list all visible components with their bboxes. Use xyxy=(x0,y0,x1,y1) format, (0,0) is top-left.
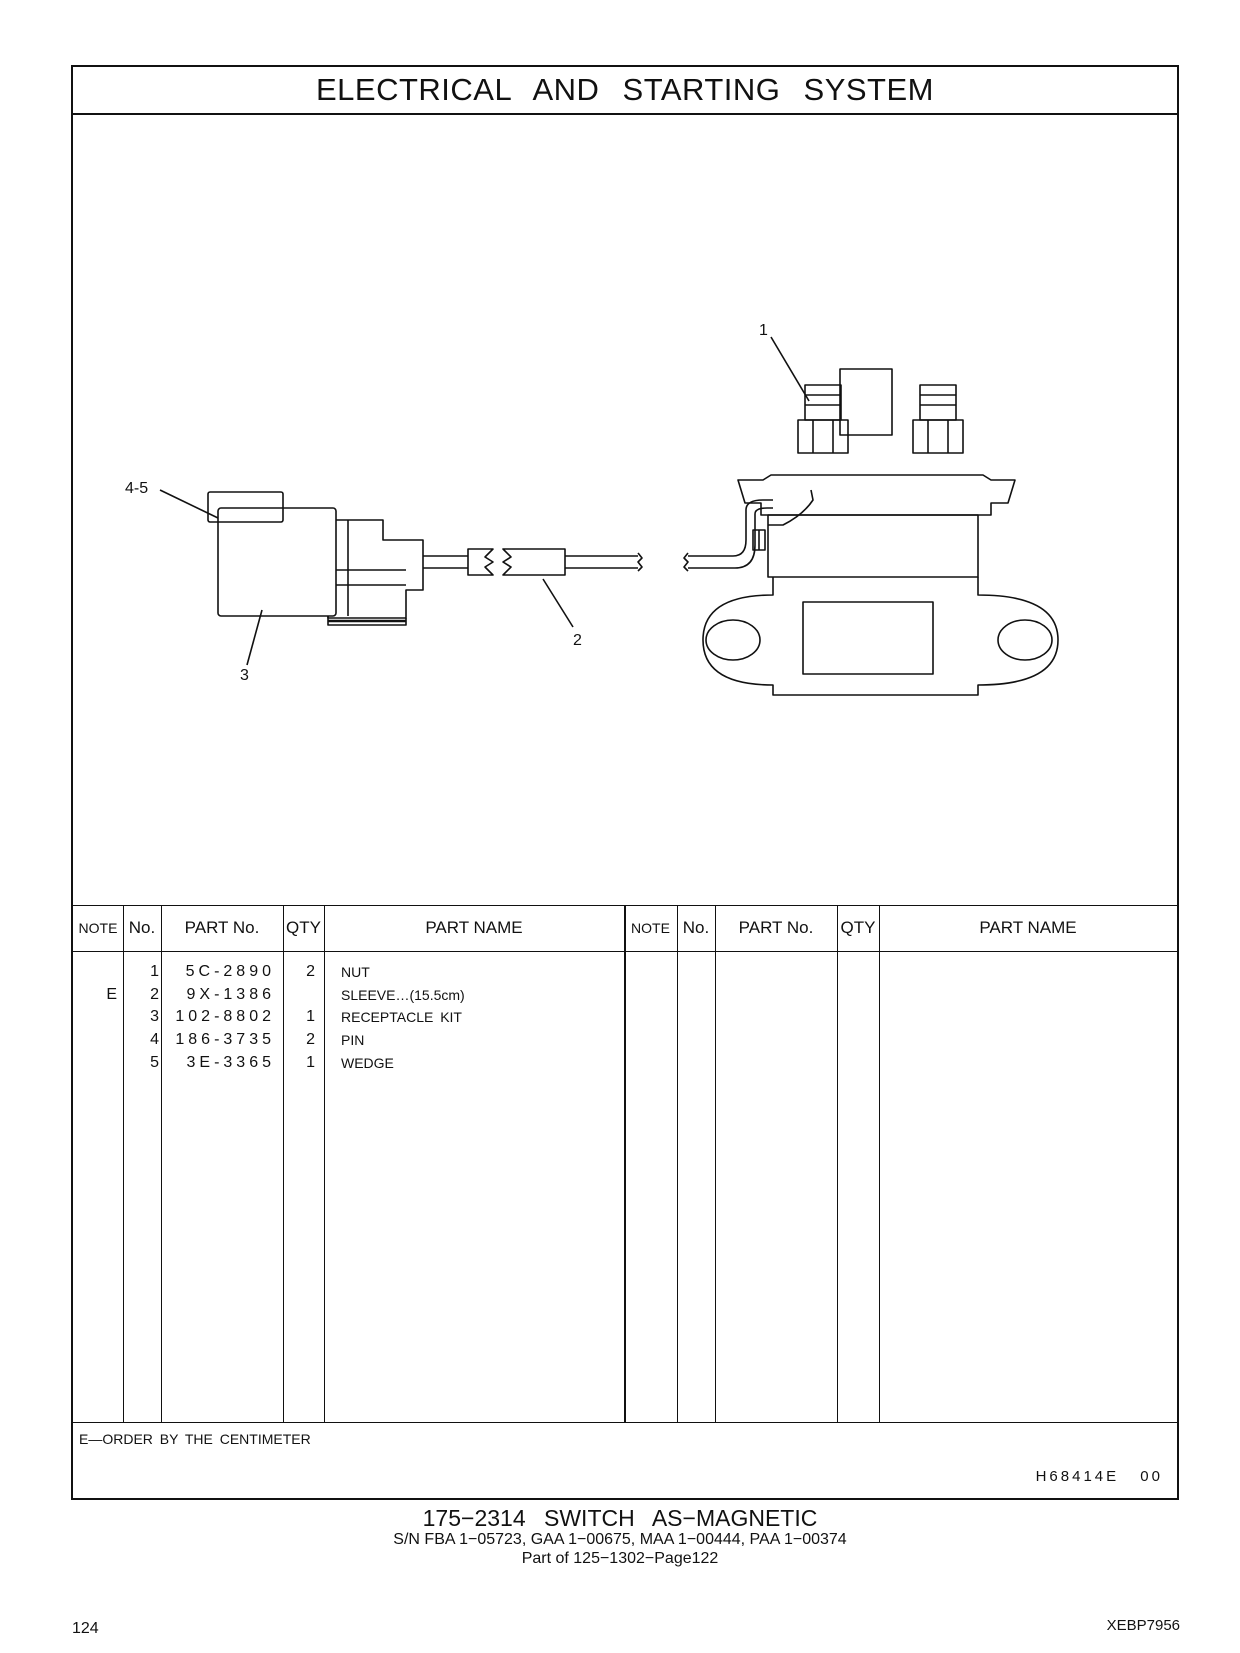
header-no: No. xyxy=(128,918,156,937)
header-qty-right: QTY xyxy=(840,918,876,937)
leader-line-45 xyxy=(159,489,219,519)
row-qty: 2 xyxy=(306,1030,315,1048)
leader-line-1 xyxy=(770,336,810,402)
table-row: 1 5C-2890 2 NUT xyxy=(73,960,1177,983)
page-number: 124 xyxy=(72,1620,99,1637)
table-footer: E—ORDER BY THE CENTIMETER H68414E 00 xyxy=(73,1422,1177,1500)
row-part-name: RECEPTACLE KIT xyxy=(341,1008,462,1025)
parts-table: NOTE No. PART No. QTY PART NAME NOTE No.… xyxy=(73,905,1177,1422)
leader-line-2 xyxy=(542,578,574,628)
row-part-no: 3E-3365 xyxy=(186,1053,275,1071)
receptacle-connector xyxy=(207,491,424,626)
exploded-view-illustration: 1 4-5 3 2 xyxy=(73,115,1177,905)
section-title-bar: ELECTRICAL AND STARTING SYSTEM xyxy=(73,67,1177,115)
table-row: 5 3E-3365 1 WEDGE xyxy=(73,1051,1177,1074)
row-item-no: 3 xyxy=(150,1007,159,1025)
serial-numbers: S/N FBA 1−05723, GAA 1−00675, MAA 1−0044… xyxy=(393,1531,847,1548)
callout-4-5: 4-5 xyxy=(125,480,148,497)
row-note xyxy=(73,1005,117,1028)
row-qty xyxy=(279,983,315,1006)
header-note-right: NOTE xyxy=(631,920,670,936)
row-part-name: WEDGE xyxy=(341,1054,394,1071)
header-note: NOTE xyxy=(78,920,118,936)
row-item-no: 4 xyxy=(150,1030,159,1048)
header-part-name-right: PART NAME xyxy=(979,918,1077,937)
row-part-no: 186-3735 xyxy=(175,1030,275,1048)
col-divider xyxy=(161,905,162,1422)
col-divider-center xyxy=(624,905,626,1422)
table-row: 3 102-8802 1 RECEPTACLE KIT xyxy=(73,1005,1177,1028)
row-qty: 1 xyxy=(306,1007,315,1025)
row-qty: 2 xyxy=(306,962,315,980)
row-part-name: PIN xyxy=(341,1031,365,1048)
col-divider xyxy=(837,905,838,1422)
header-part-no-right: PART No. xyxy=(738,918,814,937)
callout-1: 1 xyxy=(759,322,768,339)
wire-and-sleeve xyxy=(423,499,773,576)
row-item-no: 5 xyxy=(150,1053,159,1071)
callout-2: 2 xyxy=(573,632,582,649)
row-qty: 1 xyxy=(306,1053,315,1071)
callout-3: 3 xyxy=(240,667,249,684)
order-note: E—ORDER BY THE CENTIMETER xyxy=(79,1431,311,1447)
col-divider xyxy=(324,905,325,1422)
leader-line-3 xyxy=(246,609,263,666)
section-title: ELECTRICAL AND STARTING SYSTEM xyxy=(316,72,934,107)
row-part-no: 5C-2890 xyxy=(185,962,275,980)
row-item-no: 2 xyxy=(150,985,159,1003)
col-divider xyxy=(677,905,678,1422)
switch-drawing: 1 4-5 3 2 xyxy=(125,322,1059,696)
row-note xyxy=(73,1028,117,1051)
header-part-no: PART No. xyxy=(184,918,260,937)
header-part-name: PART NAME xyxy=(425,918,523,937)
row-note xyxy=(73,960,117,983)
document-code: XEBP7956 xyxy=(1106,1617,1180,1634)
col-divider xyxy=(715,905,716,1422)
drawing-code: H68414E 00 xyxy=(1035,1468,1163,1485)
col-divider xyxy=(879,905,880,1422)
row-note xyxy=(73,1051,117,1074)
col-divider xyxy=(283,905,284,1422)
table-row: 4 186-3735 2 PIN xyxy=(73,1028,1177,1051)
row-part-no: 9X-1386 xyxy=(186,985,275,1003)
header-qty: QTY xyxy=(286,918,321,937)
row-part-name: NUT xyxy=(341,963,370,980)
row-item-no: 1 xyxy=(150,962,159,980)
header-no-right: No. xyxy=(682,918,710,937)
row-note: E xyxy=(106,985,117,1003)
row-part-no: 102-8802 xyxy=(175,1007,275,1025)
magnetic-switch-body xyxy=(702,368,1059,696)
row-part-name: SLEEVE…(15.5cm) xyxy=(341,986,465,1003)
col-divider xyxy=(123,905,124,1422)
parent-reference: Part of 125−1302−Page122 xyxy=(521,1550,719,1567)
assembly-title: 175−2314 SWITCH AS−MAGNETIC xyxy=(422,1505,818,1531)
table-row: E 2 9X-1386 SLEEVE…(15.5cm) xyxy=(73,983,1177,1006)
parts-page-frame: ELECTRICAL AND STARTING SYSTEM xyxy=(71,65,1179,1500)
